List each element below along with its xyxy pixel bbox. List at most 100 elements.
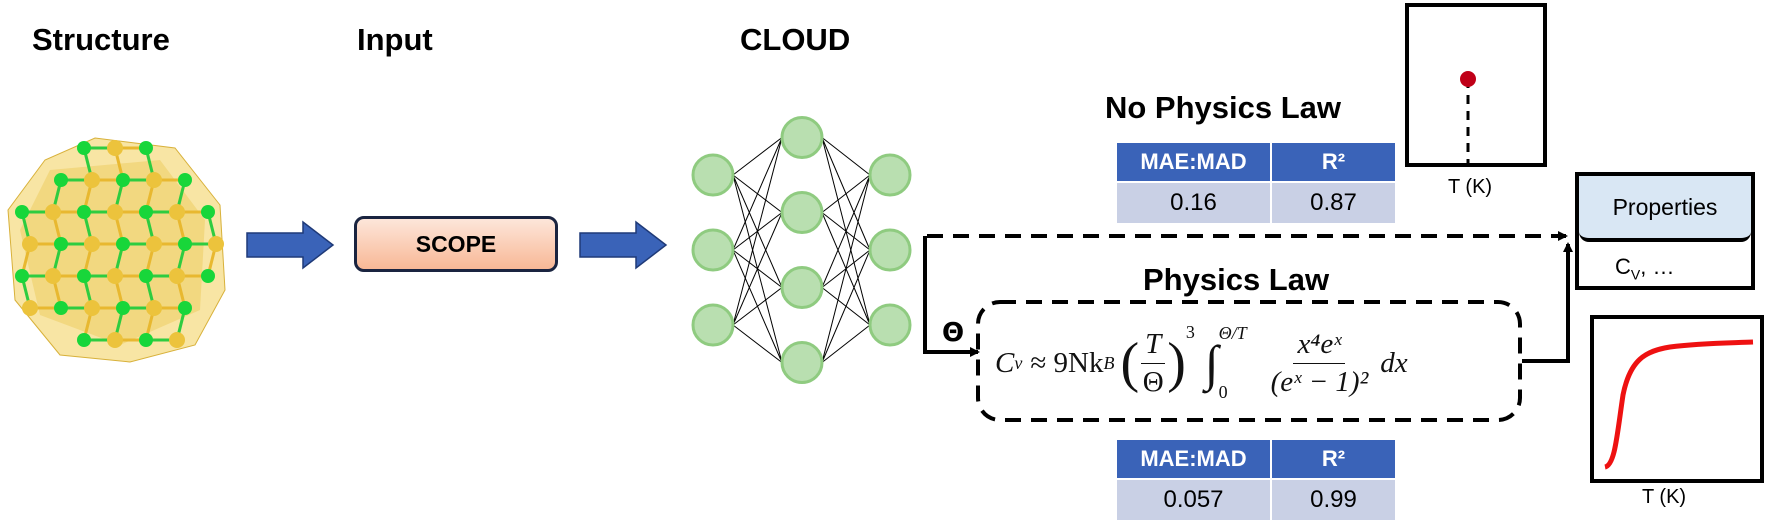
network-edge — [821, 174, 871, 213]
crystal-atom-yellow — [146, 236, 162, 252]
formula-approx: ≈ 9Nk — [1030, 346, 1104, 379]
properties-title: Properties — [1579, 176, 1751, 242]
network-edge — [821, 137, 871, 176]
crystal-atom-green — [77, 205, 91, 219]
network-node — [868, 303, 912, 347]
formula-kb-sub: B — [1103, 352, 1115, 373]
network-edge — [732, 137, 783, 326]
crystal-atom-green — [139, 269, 153, 283]
metrics-table-physics: MAE:MAD R² 0.057 0.99 — [1115, 438, 1397, 522]
crystal-atom-green — [77, 141, 91, 155]
crystal-atom-yellow — [107, 332, 123, 348]
network-node — [780, 116, 824, 159]
crystal-atom-yellow — [146, 300, 162, 316]
value-mae-mad: 0.16 — [1115, 181, 1272, 225]
network-edge — [821, 174, 871, 288]
formula-to-properties-connector — [1522, 242, 1573, 363]
crystal-atom-green — [201, 269, 215, 283]
frac2-den: (eˣ − 1)² — [1270, 365, 1369, 398]
formula-lhs-sub: v — [1014, 352, 1023, 373]
crystal-atom-yellow — [22, 300, 38, 316]
network-node — [691, 228, 735, 272]
header-mae-mad: MAE:MAD — [1115, 141, 1272, 183]
formula-integral: ∫ — [1204, 335, 1219, 391]
metrics-table-no-physics: MAE:MAD R² 0.16 0.87 — [1115, 141, 1397, 225]
crystal-atom-green — [116, 237, 130, 251]
formula-dx: dx — [1380, 346, 1408, 379]
theta-label: Θ — [942, 318, 965, 348]
crystal-atom-green — [116, 173, 130, 187]
crystal-atom-yellow — [169, 332, 185, 348]
crystal-atom-green — [116, 301, 130, 315]
crystal-atom-green — [178, 301, 192, 315]
crystal-atom-yellow — [84, 300, 100, 316]
crystal-atom-green — [54, 237, 68, 251]
network-node — [780, 191, 824, 234]
curve-prediction-plot — [1590, 315, 1764, 483]
crystal-atom-green — [178, 237, 192, 251]
theta-connector — [923, 236, 980, 357]
crystal-atom-yellow — [84, 236, 100, 252]
crystal-atom-yellow — [45, 204, 61, 220]
formula-int-upper: Θ/T — [1218, 323, 1247, 343]
formula-int-lower: 0 — [1218, 382, 1228, 402]
scope-input-box: SCOPE — [354, 216, 558, 272]
network-node — [780, 266, 824, 309]
network-edge — [732, 287, 783, 326]
formula-power: 3 — [1185, 322, 1195, 342]
crystal-atom-yellow — [84, 172, 100, 188]
value-r2: 0.87 — [1270, 181, 1397, 225]
heat-capacity-curve — [1603, 339, 1754, 470]
point-plot-xlabel: T (K) — [1448, 176, 1493, 198]
network-edge — [821, 174, 871, 363]
properties-box: Properties CV, … — [1575, 172, 1755, 290]
crystal-atom-green — [15, 205, 29, 219]
value-r2: 0.99 — [1270, 478, 1397, 522]
crystal-atom-yellow — [45, 268, 61, 284]
crystal-atom-green — [201, 205, 215, 219]
heading-structure: Structure — [32, 22, 170, 57]
crystal-atom-yellow — [107, 204, 123, 220]
heading-input: Input — [357, 22, 433, 57]
arrow-input-to-cloud — [579, 220, 668, 270]
cloud-neural-network — [691, 116, 912, 384]
formula-lhs: C — [995, 346, 1015, 379]
network-node — [780, 341, 824, 384]
crystal-atom-green — [139, 333, 153, 347]
network-edge — [732, 212, 783, 326]
crystal-atom-green — [139, 141, 153, 155]
crystal-structure-image — [7, 137, 226, 363]
heading-cloud: CLOUD — [740, 22, 851, 57]
arrow-structure-to-input — [246, 220, 335, 270]
network-edge — [732, 324, 783, 363]
network-edge — [821, 324, 871, 363]
value-mae-mad: 0.057 — [1115, 478, 1272, 522]
crystal-atom-yellow — [22, 236, 38, 252]
heading-no-physics-law: No Physics Law — [1105, 90, 1342, 125]
network-edge — [732, 137, 783, 251]
header-mae-mad: MAE:MAD — [1115, 438, 1272, 480]
network-edge — [732, 137, 783, 176]
point-marker — [1460, 71, 1476, 87]
frac1-num: T — [1141, 328, 1166, 364]
crystal-atom-green — [54, 301, 68, 315]
curve-plot-xlabel: T (K) — [1642, 486, 1687, 508]
network-node — [868, 153, 912, 197]
frac1-den: Θ — [1142, 365, 1164, 398]
network-node — [868, 228, 912, 272]
crystal-atom-yellow — [107, 140, 123, 156]
crystal-atom-green — [77, 333, 91, 347]
crystal-atom-green — [54, 173, 68, 187]
crystal-atom-green — [15, 269, 29, 283]
heading-physics-law: Physics Law — [1143, 262, 1330, 297]
frac2-num: x⁴eˣ — [1293, 328, 1346, 364]
header-r2: R² — [1270, 438, 1397, 480]
crystal-atom-green — [178, 173, 192, 187]
crystal-atom-green — [77, 269, 91, 283]
crystal-atom-yellow — [169, 204, 185, 220]
network-edge — [821, 249, 871, 363]
point-prediction-plot — [1405, 3, 1547, 167]
crystal-atom-yellow — [169, 268, 185, 284]
